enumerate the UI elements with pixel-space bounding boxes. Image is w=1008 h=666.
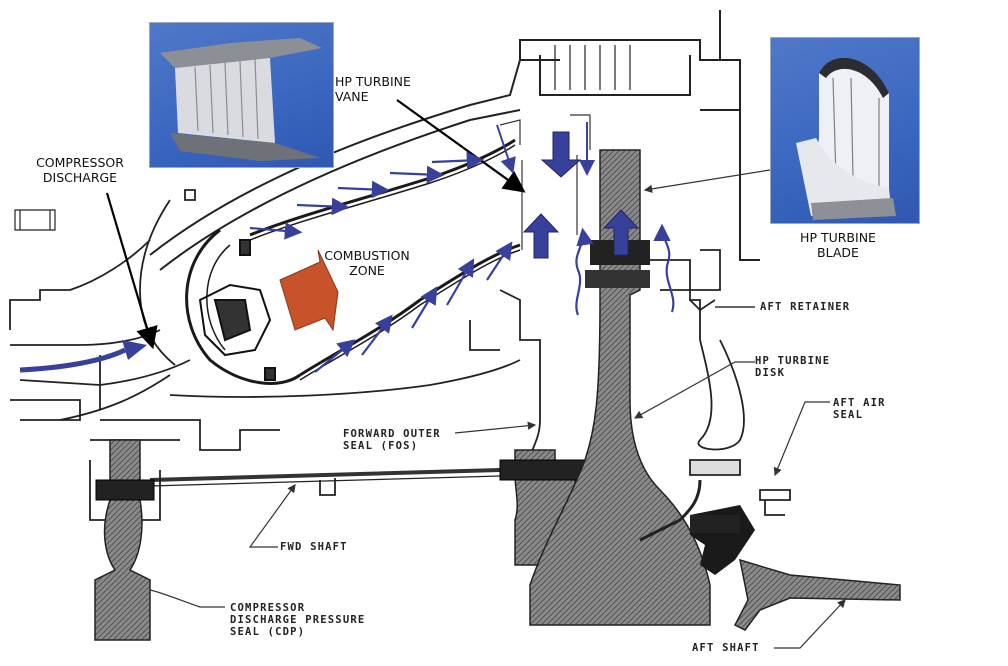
compressor-discharge-pointer (105, 192, 158, 350)
aft-structure (639, 249, 791, 542)
thick-flow-arrows (522, 131, 640, 259)
fuel-nozzle (198, 239, 276, 381)
hp-turbine-disk-label: HP TURBINE DISK (755, 355, 831, 379)
hp-turbine-disk-pointer (633, 361, 755, 419)
hp-turbine-vane-photo (149, 22, 334, 168)
cdp-seal-pointer (149, 589, 225, 608)
cdp-seal-part (94, 439, 151, 641)
airflow-arrows (19, 122, 675, 373)
cdp-bolt (95, 479, 155, 501)
vane-photo-graphic (160, 38, 322, 161)
combustion-zone-label: COMBUSTION ZONE (324, 248, 410, 278)
aft-shaft-pointer (774, 599, 846, 649)
fwd-shaft-pointer (248, 484, 296, 548)
vane-cooling-arrows (496, 122, 595, 176)
fwd-shaft-bolt (690, 515, 740, 533)
blade-upflow-arrow (602, 209, 640, 256)
forward-outer-seal-pointer (454, 421, 537, 434)
aft-air-seal-pointer (773, 401, 830, 477)
blade-dovetail (585, 270, 650, 288)
inner-casing (89, 289, 541, 521)
compressor-discharge-flow-arrow (19, 347, 127, 373)
hp-turbine-blade-photo (770, 37, 920, 224)
compressor-discharge-label: COMPRESSOR DISCHARGE (36, 155, 124, 185)
vane-upflow-arrow (522, 213, 560, 259)
aft-shaft-part (733, 558, 901, 631)
vane-outline (499, 114, 591, 250)
inner-liner-cooling-arrows (314, 241, 513, 373)
hp-turbine-blade-label: HP TURBINE BLADE (800, 230, 876, 260)
blade-photo-graphic (796, 57, 896, 220)
combustion-arrow (279, 249, 339, 332)
aft-air-seal-label: AFT AIR SEAL (833, 397, 886, 421)
blade-cooling-wavy-arrows (575, 223, 675, 316)
cdp-seal-label: COMPRESSOR DISCHARGE PRESSURE SEAL (CDP) (230, 602, 366, 638)
outer-liner-cooling-arrows (249, 151, 485, 240)
hp-turbine-vane-label: HP TURBINE VANE (335, 74, 411, 104)
diffuser (9, 189, 196, 421)
callout-lines (105, 99, 846, 649)
hp-turbine-vane-pointer (396, 99, 526, 193)
hp-turbine-blade-pointer (643, 169, 771, 194)
fos-bolt (499, 459, 586, 481)
forward-outer-seal-label: FORWARD OUTER SEAL (FOS) (343, 428, 441, 452)
aft-retainer-label: AFT RETAINER (760, 301, 851, 313)
vane-downflow-arrow (540, 131, 582, 178)
hp-turbine-disk-part (529, 249, 711, 626)
fwd-shaft-label: FWD SHAFT (280, 541, 348, 553)
aft-shaft-label: AFT SHAFT (692, 642, 760, 654)
